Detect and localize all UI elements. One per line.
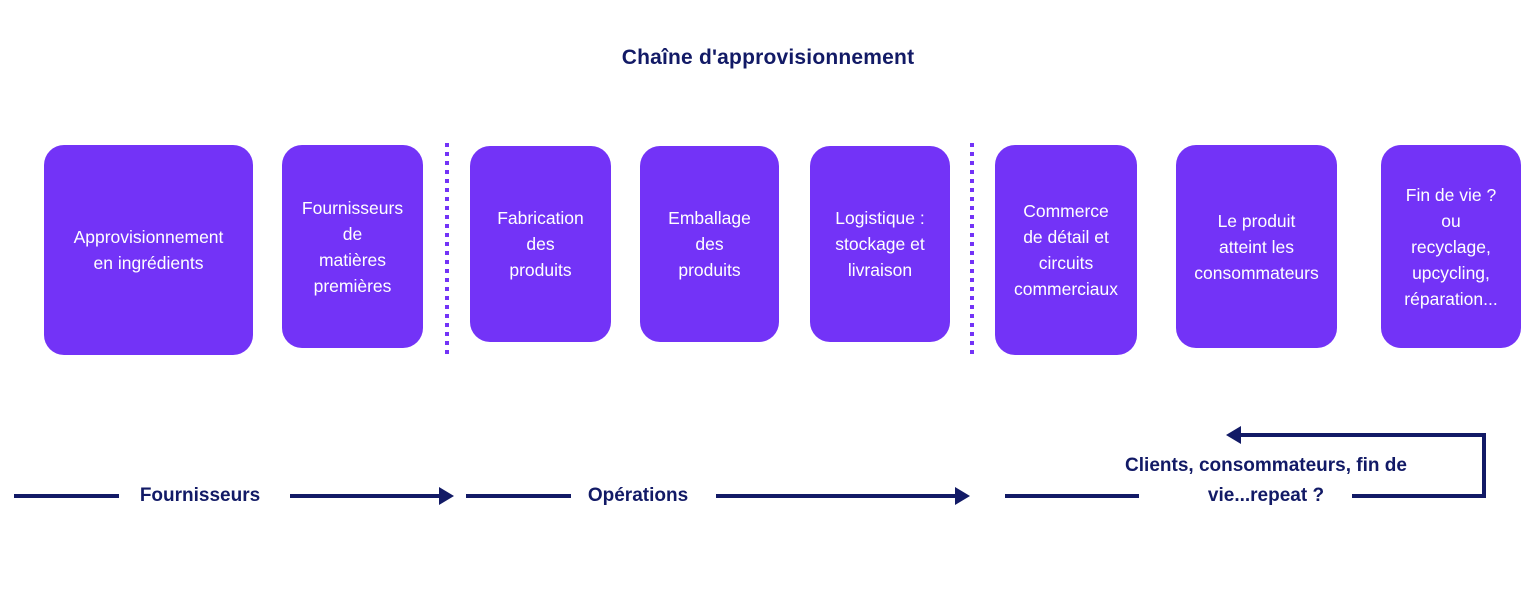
stage-box-commerce-de-detail-et-circuits-commerciaux[interactable]: Commerce de détail et circuits commercia… (995, 145, 1137, 355)
stage-box-approvisionnement-en-ingredients[interactable]: Approvisionnement en ingrédients (44, 145, 253, 355)
arrow-head-right-operations (955, 487, 970, 505)
flow-line-fournisseurs-right (290, 494, 440, 498)
divider-operations-clients (970, 143, 974, 357)
flow-label-operations: Opérations (587, 485, 689, 506)
flow-label-fournisseurs: Fournisseurs (139, 485, 261, 506)
stage-box-fournisseurs-de-matieres-premieres[interactable]: Fournisseurs de matières premières (282, 145, 423, 348)
stage-label: Le produit atteint les consommateurs (1194, 210, 1319, 283)
arrow-head-right-fournisseurs (439, 487, 454, 505)
stage-label: Fournisseurs de matières premières (301, 197, 404, 296)
stage-label: Logistique : stockage et livraison (835, 208, 925, 280)
divider-fournisseurs-operations (445, 143, 449, 357)
stage-label: Emballage des produits (668, 208, 751, 280)
stage-box-logistique-stockage-et-livraison[interactable]: Logistique : stockage et livraison (810, 146, 950, 342)
flow-line-clients-left (1005, 494, 1139, 498)
flow-line-operations-left (466, 494, 571, 498)
stage-label: Commerce de détail et circuits commercia… (1013, 201, 1119, 299)
stage-box-emballage-des-produits[interactable]: Emballage des produits (640, 146, 779, 342)
stage-box-fin-de-vie-ou-recyclage[interactable]: Fin de vie ? ou recyclage, upcycling, ré… (1381, 145, 1521, 348)
stage-label: Fin de vie ? ou recyclage, upcycling, ré… (1404, 184, 1498, 309)
stage-label: Fabrication des produits (497, 208, 584, 280)
stage-label: Approvisionnement en ingrédients (73, 227, 224, 273)
page-title: Chaîne d'approvisionnement (621, 46, 915, 69)
flow-line-clients-right (1352, 494, 1486, 498)
flow-line-operations-right (716, 494, 956, 498)
loop-return-horizontal (1240, 433, 1486, 437)
flow-label-clients: Clients, consommateurs, fin de vie...rep… (1125, 455, 1407, 506)
flow-line-fournisseurs-left (14, 494, 119, 498)
stage-box-fabrication-des-produits[interactable]: Fabrication des produits (470, 146, 611, 342)
arrow-head-left-loop-return (1226, 426, 1241, 444)
loop-riser-vertical (1482, 433, 1486, 498)
stage-box-le-produit-atteint-les-consommateurs[interactable]: Le produit atteint les consommateurs (1176, 145, 1337, 348)
